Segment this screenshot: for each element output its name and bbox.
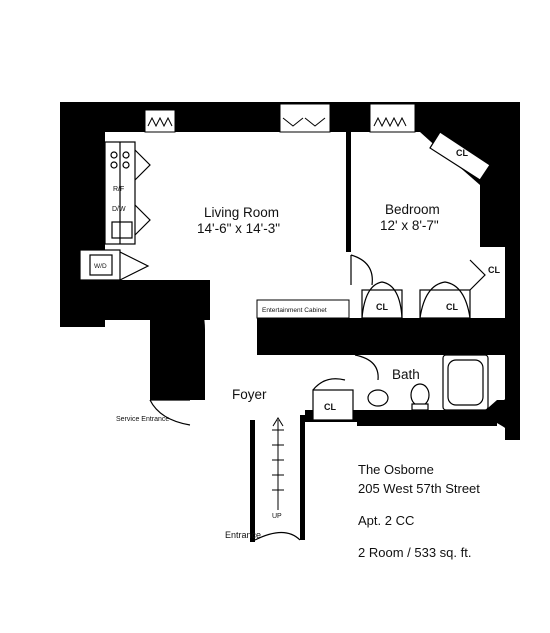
kitchen — [79, 141, 151, 281]
windows — [144, 103, 416, 133]
apartment-number: Apt. 2 CC — [358, 513, 415, 528]
living-room-label: Living Room — [204, 205, 279, 220]
entrance-label: Entrance — [225, 530, 261, 540]
apartment-size: 2 Room / 533 sq. ft. — [358, 545, 472, 560]
stove-burner — [122, 151, 130, 159]
bedroom-label: Bedroom — [385, 202, 440, 217]
closet-label: CL — [324, 402, 336, 412]
service-entrance-label: Service Entrance — [116, 416, 169, 423]
dishwasher-label: D/W — [112, 206, 126, 213]
refrigerator-label: R/F — [113, 186, 124, 193]
stair-up-label: UP — [272, 513, 282, 520]
building-name: The Osborne — [358, 462, 434, 477]
stove-burner — [110, 161, 118, 169]
stove-burner — [122, 161, 130, 169]
building-address: 205 West 57th Street — [358, 481, 480, 496]
doors — [149, 131, 491, 541]
living-room-dimensions: 14'-6" x 14'-3" — [197, 221, 280, 236]
bedroom-dimensions: 12' x 8'-7" — [380, 218, 439, 233]
foyer-label: Foyer — [232, 387, 267, 402]
entertainment-cabinet-label: Entertainment Cabinet — [262, 307, 327, 314]
closet-label: CL — [446, 302, 458, 312]
washer-dryer-label: W/D — [94, 263, 107, 270]
closet-label: CL — [456, 148, 468, 158]
bath-fixtures — [367, 354, 506, 422]
closet-label: CL — [488, 265, 500, 275]
closet-label: CL — [376, 302, 388, 312]
stove-burner — [110, 151, 118, 159]
bath-label: Bath — [392, 367, 420, 382]
sink-icon — [111, 221, 133, 239]
entertainment-cabinet — [256, 299, 350, 319]
stair — [272, 417, 284, 510]
